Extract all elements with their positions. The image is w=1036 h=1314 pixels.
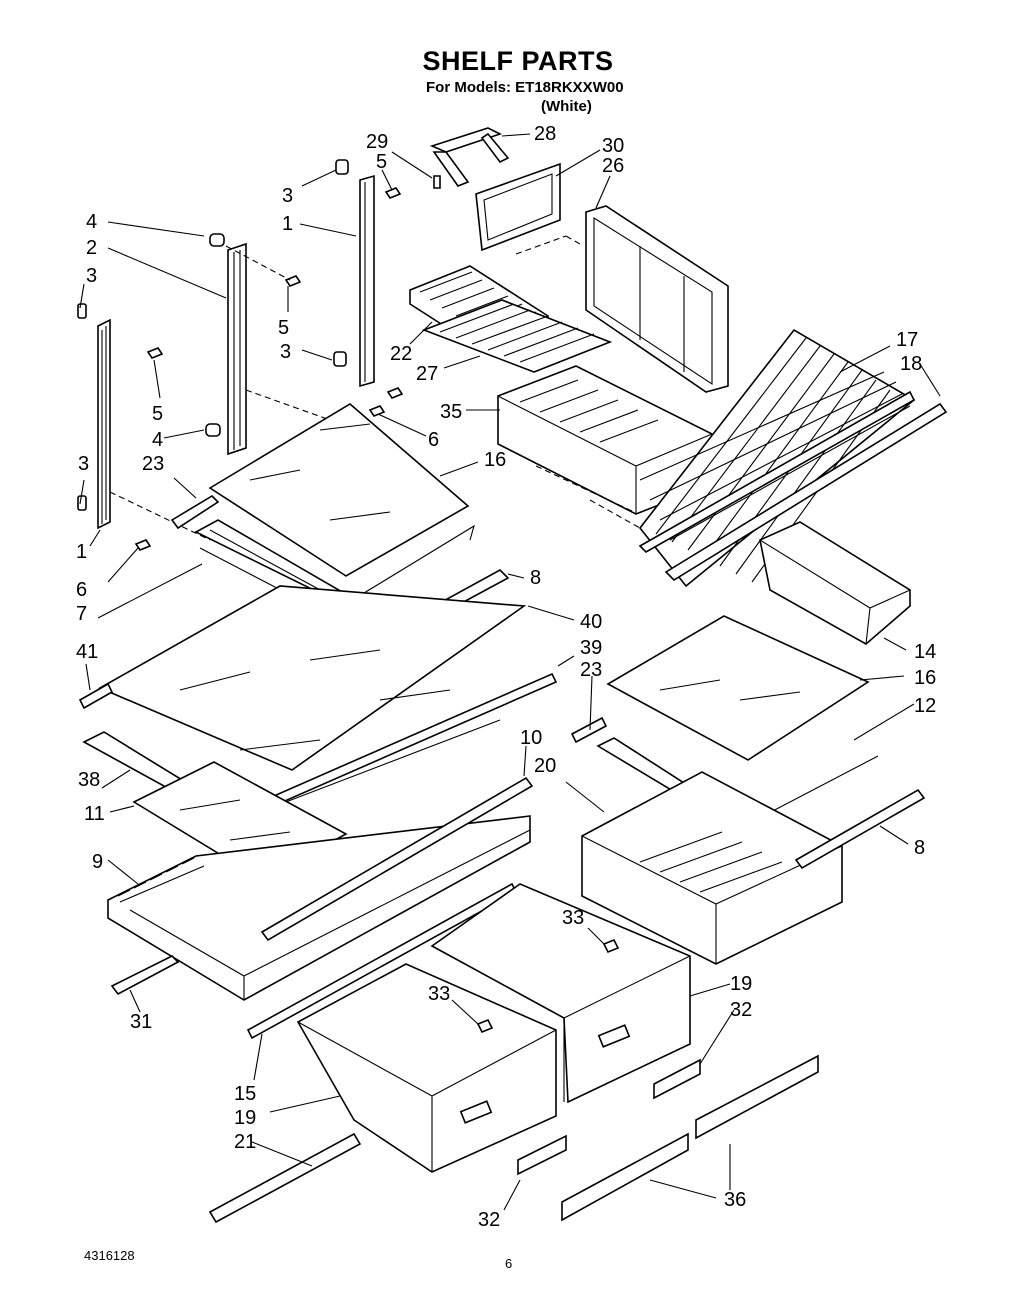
callout-38: 38 (78, 769, 100, 791)
callout-26: 26 (602, 155, 624, 177)
crisper-drawer-front (296, 963, 557, 1173)
callout-4: 4 (86, 211, 97, 233)
models-line: For Models: ET18RKXXW00 (426, 79, 624, 96)
shelf-liner-panel (585, 205, 729, 393)
deli-pan (581, 771, 926, 965)
callout-6: 6 (76, 579, 87, 601)
trim-frame (475, 162, 561, 252)
callout-11: 11 (84, 803, 105, 825)
callout-39: 39 (580, 637, 602, 659)
callout-19: 19 (730, 973, 752, 995)
wire-rack (421, 299, 613, 373)
callout-3: 3 (78, 453, 89, 475)
callout-3: 3 (280, 341, 291, 363)
callout-2: 2 (86, 237, 97, 259)
bracket-32 (517, 1058, 701, 1176)
callout-12: 12 (914, 695, 936, 717)
shelf-rail-long (638, 390, 948, 582)
callout-9: 9 (92, 851, 103, 873)
callout-10: 10 (520, 727, 542, 749)
callout-33: 33 (562, 907, 584, 929)
callout-41: 41 (76, 641, 98, 663)
callout-15: 15 (234, 1083, 256, 1105)
callout-32: 32 (478, 1209, 500, 1231)
crisper-cover (107, 776, 534, 1040)
callout-3: 3 (282, 185, 293, 207)
callout-7: 7 (76, 603, 87, 625)
callout-17: 17 (896, 329, 918, 351)
glass-shelf-upper (170, 403, 475, 625)
trim-36 (561, 1054, 819, 1222)
callout-23: 23 (580, 659, 602, 681)
page-title: SHELF PARTS (422, 46, 614, 76)
callout-23: 23 (142, 453, 164, 475)
callout-5: 5 (152, 403, 163, 425)
leader-lines (79, 133, 941, 1211)
screws-33 (476, 938, 620, 1034)
callout-36: 36 (724, 1189, 746, 1211)
crisper-drawer-rear (430, 883, 691, 1104)
callout-18: 18 (900, 353, 922, 375)
callout-3: 3 (86, 265, 97, 287)
support-rail-31 (110, 955, 180, 996)
callout-1: 1 (76, 541, 87, 563)
callout-labels: 29 28 30 26 5 3 1 4 2 3 5 3 5 4 6 22 27 … (76, 123, 936, 1231)
callout-6: 6 (428, 429, 439, 451)
callout-19: 19 (234, 1107, 256, 1129)
callout-4: 4 (152, 429, 163, 451)
callout-28: 28 (534, 123, 556, 145)
callout-27: 27 (416, 363, 438, 385)
shelf-handle (429, 127, 510, 187)
callout-21: 21 (234, 1131, 256, 1153)
callout-14: 14 (914, 641, 936, 663)
page-number: 6 (505, 1256, 513, 1271)
callout-20: 20 (534, 755, 556, 777)
rail-clips (77, 159, 441, 551)
callout-29: 29 (366, 131, 388, 153)
document-number: 4316128 (84, 1248, 135, 1263)
callout-33: 33 (428, 983, 450, 1005)
callout-8: 8 (914, 837, 925, 859)
rail-left-mid (227, 242, 247, 456)
glass-shelf-middle (78, 585, 558, 832)
callout-5: 5 (376, 151, 387, 173)
callout-35: 35 (440, 401, 462, 423)
bottom-rail-21 (208, 1132, 362, 1224)
color-line: (White) (541, 98, 592, 115)
callout-31: 31 (130, 1011, 152, 1033)
rail-right-upper (359, 174, 375, 388)
callout-16: 16 (914, 667, 936, 689)
callout-8: 8 (530, 567, 541, 589)
callout-16: 16 (484, 449, 506, 471)
callout-30: 30 (602, 135, 624, 157)
callout-40: 40 (580, 611, 602, 633)
callout-5: 5 (278, 317, 289, 339)
callout-32: 32 (730, 999, 752, 1021)
rail-left-front (97, 318, 111, 530)
callout-22: 22 (390, 343, 412, 365)
door-bin (759, 521, 911, 645)
callout-1: 1 (282, 213, 293, 235)
